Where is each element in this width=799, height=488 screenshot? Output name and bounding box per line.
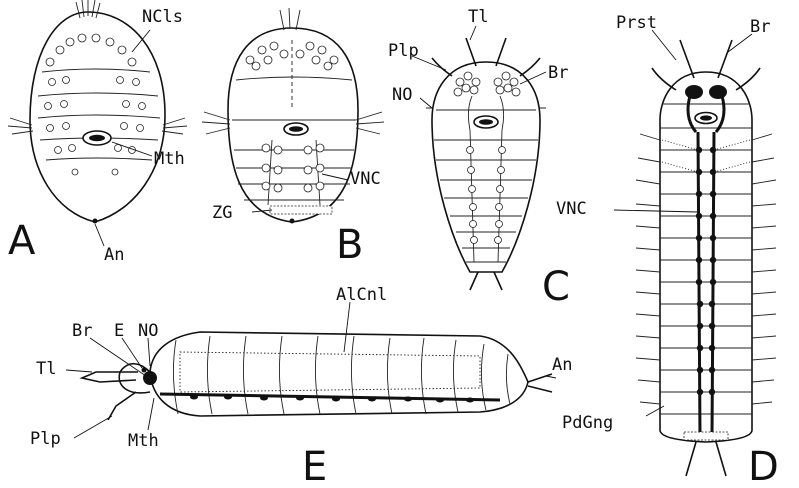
lead-c-no [420, 98, 432, 108]
lead-e-alcnl [344, 302, 350, 352]
panel-b-drawing [202, 8, 384, 224]
label-e-no: NO [138, 321, 158, 341]
neural-cell-clusters-a [45, 34, 146, 175]
lead-e-plp [74, 416, 112, 438]
lead-e-an [546, 376, 556, 378]
label-c-no: NO [392, 85, 412, 105]
segments-e [173, 336, 510, 414]
label-c-plp: Plp [388, 41, 419, 61]
label-e-mth: Mth [128, 431, 159, 451]
lead-d-vnc [614, 210, 698, 212]
panel-c-drawing [426, 38, 546, 290]
lead-e-tl [66, 370, 92, 372]
label-e-br: Br [72, 321, 92, 341]
label-e-an: An [552, 355, 572, 375]
lead-e-br [90, 338, 146, 376]
label-a-an: An [104, 245, 124, 265]
label-c-tl: Tl [468, 7, 488, 27]
lead-d-prst [652, 30, 676, 60]
panel-a-drawing [8, 0, 187, 224]
label-c-br: Br [548, 63, 568, 83]
panel-letter-c: C [542, 264, 570, 310]
label-b-vnc: VNC [350, 169, 381, 189]
lead-c-tl [470, 26, 476, 40]
lead-a-an [95, 224, 104, 246]
label-e-tl: Tl [36, 359, 56, 379]
label-e-e: E [114, 321, 124, 341]
panel-letter-a: A [8, 218, 36, 264]
label-d-br: Br [750, 17, 770, 37]
panel-letter-b: B [336, 222, 363, 268]
lead-a-ncls [132, 30, 150, 52]
lead-e-no [148, 338, 150, 366]
label-a-mth: Mth [154, 149, 185, 169]
panel-letter-e: E [302, 444, 327, 488]
label-e-plp: Plp [30, 429, 61, 449]
lead-d-pdgng [646, 406, 664, 416]
panel-d-drawing [636, 40, 776, 476]
brain-cells-c [454, 72, 520, 96]
lead-b-vnc [322, 174, 348, 180]
label-a-ncls: NCls [142, 7, 183, 27]
lead-e-mth [148, 398, 154, 430]
label-d-pdgng: PdGng [562, 413, 613, 433]
label-e-alcnl: AlCnl [336, 285, 387, 305]
label-b-zg: ZG [212, 203, 232, 223]
label-d-prst: Prst [616, 13, 657, 33]
panel-letter-d: D [748, 444, 779, 488]
label-d-vnc: VNC [556, 199, 587, 219]
segments-d [660, 128, 752, 414]
